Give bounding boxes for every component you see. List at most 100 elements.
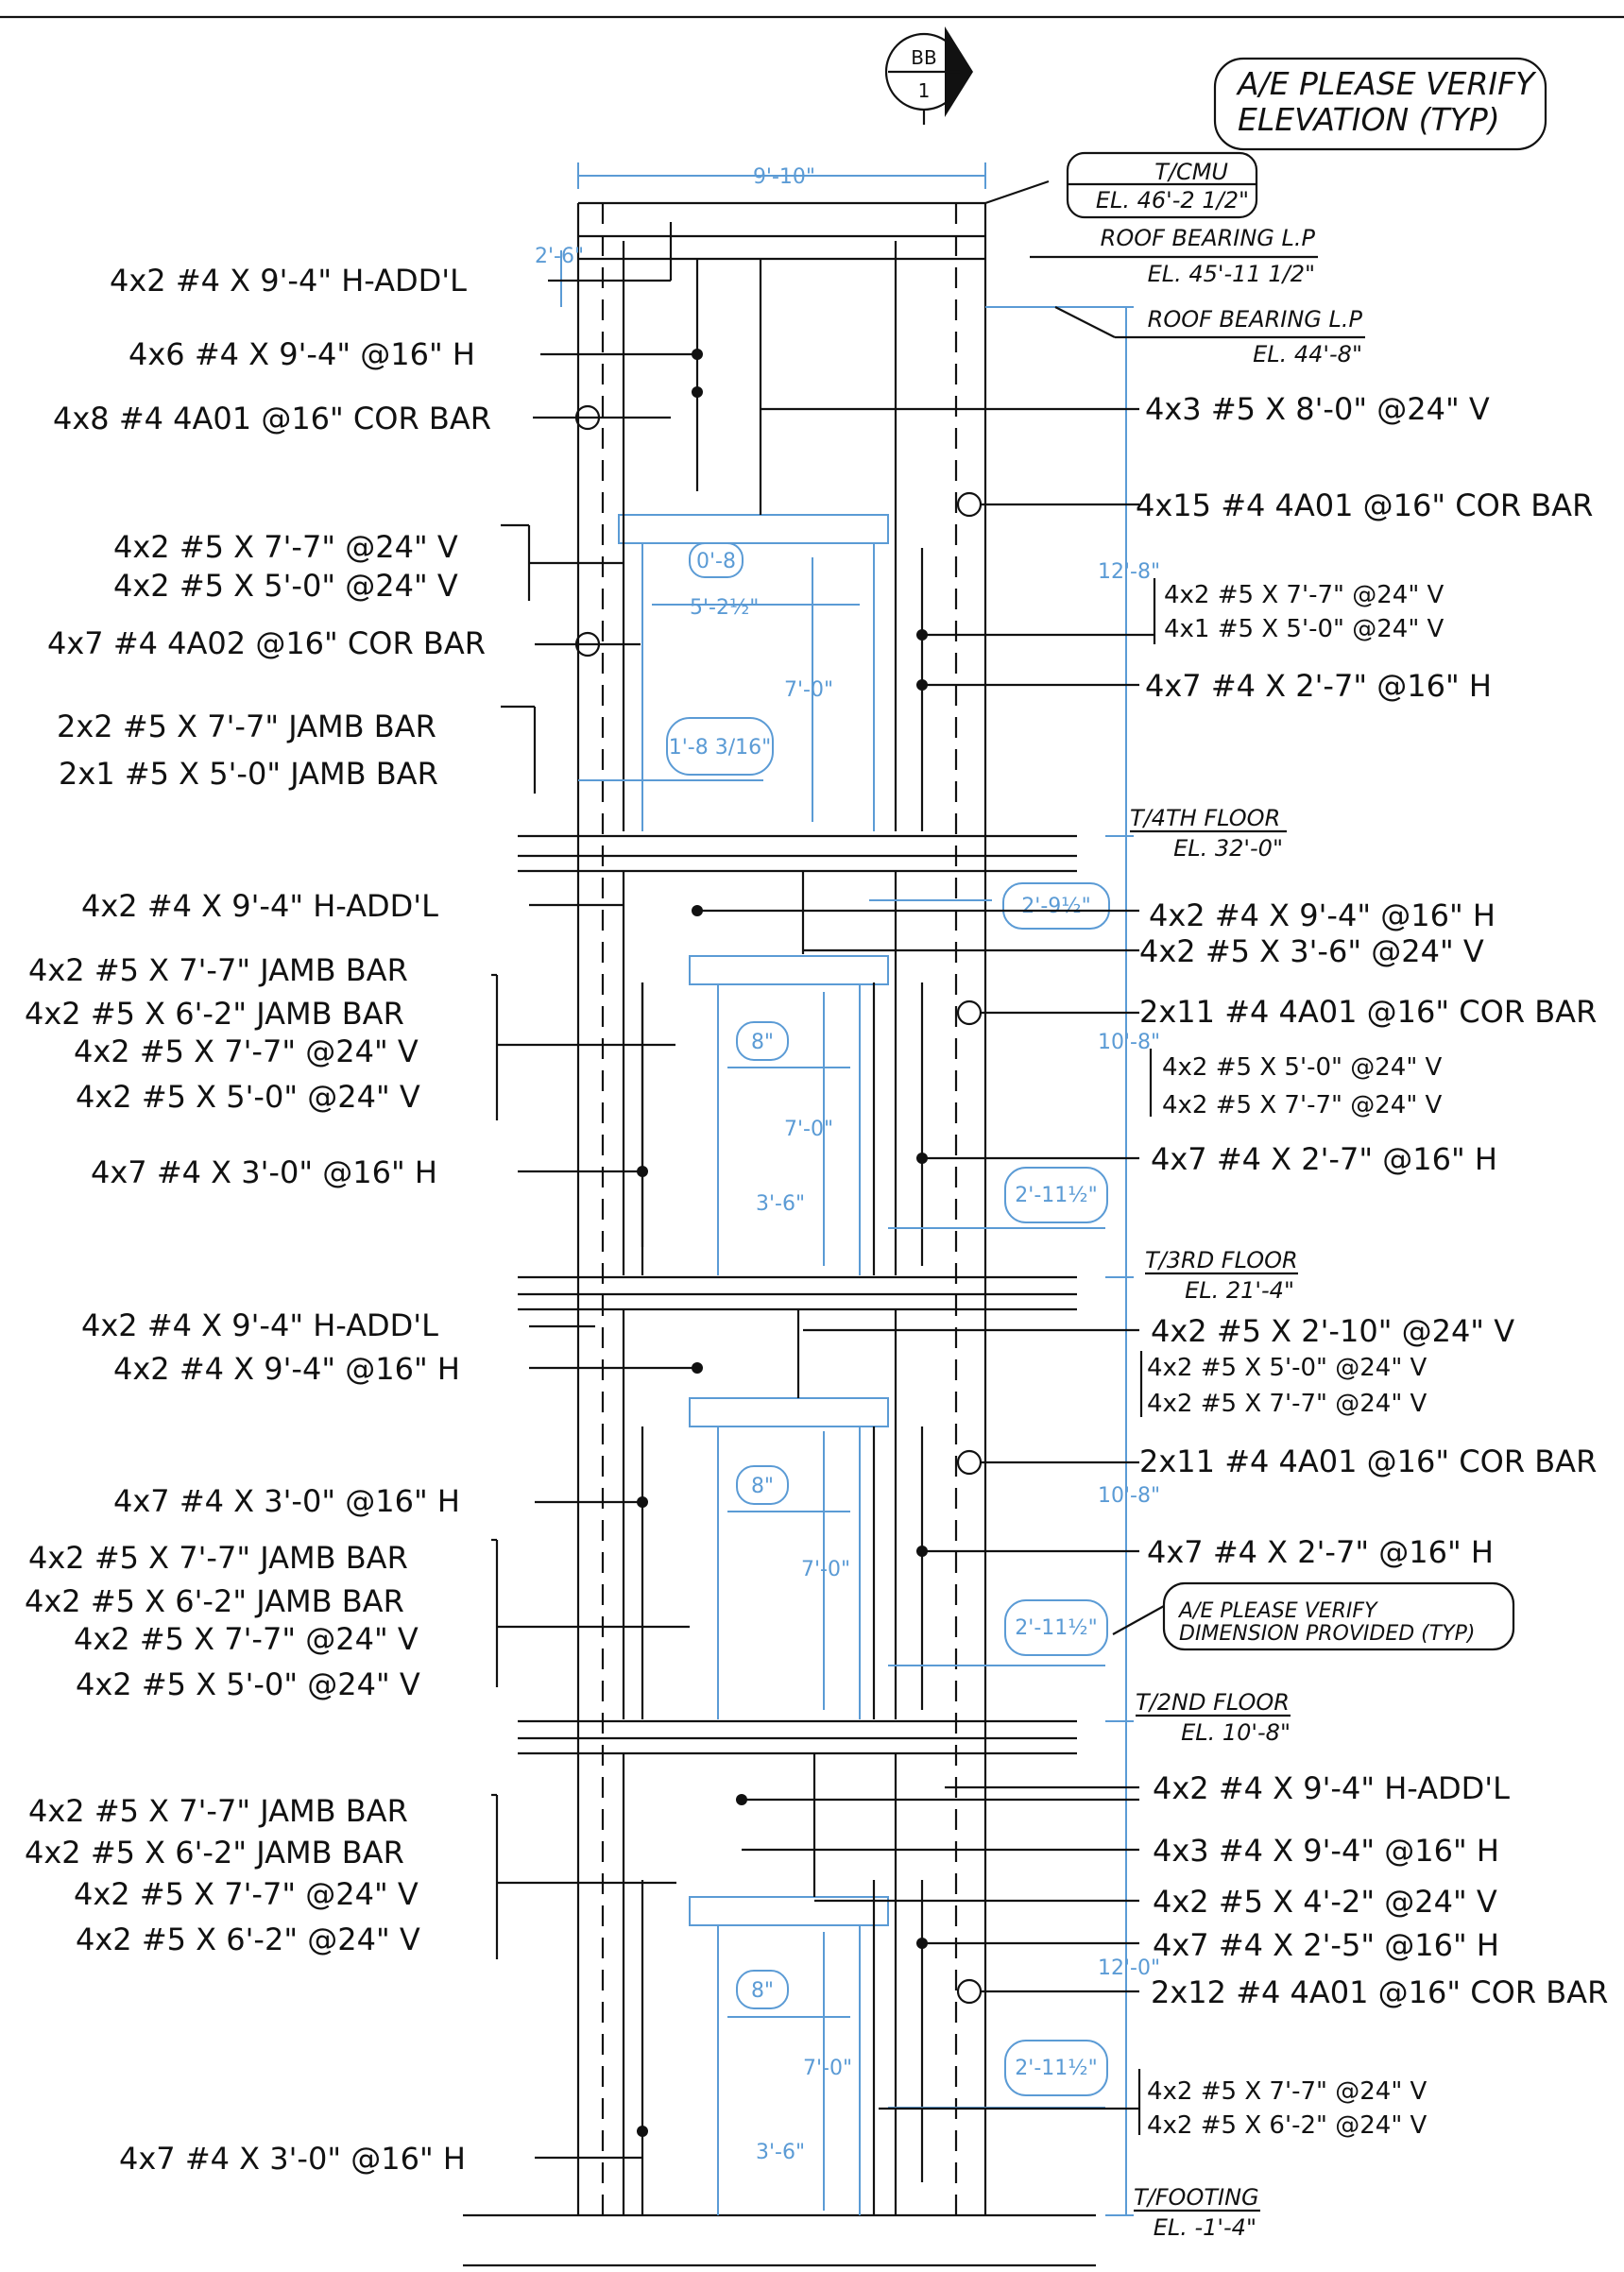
- elevation-footing: T/FOOTING EL. -1'-4": [1134, 2184, 1260, 2241]
- verify-elevation-note: A/E PLEASE VERIFY ELEVATION (TYP): [1213, 57, 1547, 151]
- floor-slab-3rd: [518, 1275, 1077, 1311]
- left-label-22: 4x2 #5 X 7'-7" JAMB BAR: [28, 1793, 408, 1829]
- right-label-6: 4x2 #4 X 9'-4" @16" H: [1149, 897, 1496, 933]
- svg-text:EL. 46'-2 1/2": EL. 46'-2 1/2": [1096, 187, 1249, 214]
- elevation-2nd-floor: T/2ND FLOOR EL. 10'-8": [1136, 1689, 1291, 1746]
- right-label-1: 4x3 #5 X 8'-0" @24" V: [1145, 391, 1490, 427]
- svg-text:8": 8": [751, 1031, 774, 1054]
- dim-height-2nd: 10'-8": [1098, 1484, 1160, 1508]
- right-label-21: 2x12 #4 4A01 @16" COR BAR: [1151, 1974, 1608, 2010]
- section-marker-bottom: 1: [918, 79, 931, 102]
- verify-dimension-line2: DIMENSION PROVIDED (TYP): [1179, 1622, 1475, 1646]
- dim-height-1st: 12'-0": [1098, 1956, 1160, 1980]
- opening-2nd-floor: [689, 1397, 889, 1719]
- cloud-3rd-a: 8": [736, 1021, 789, 1061]
- right-label-2: 4x15 #4 4A01 @16" COR BAR: [1136, 487, 1593, 523]
- left-label-15: 4x2 #4 X 9'-4" H-ADD'L: [81, 1307, 438, 1343]
- svg-text:ROOF BEARING L.P: ROOF BEARING L.P: [1148, 306, 1363, 333]
- cloud-3rd-c: 2'-11½": [1004, 1167, 1108, 1223]
- right-label-10: 4x2 #5 X 7'-7" @24" V: [1162, 1091, 1443, 1119]
- right-label-22: 4x2 #5 X 7'-7" @24" V: [1147, 2077, 1427, 2106]
- svg-text:0'-8: 0'-8: [696, 550, 736, 573]
- right-label-13: 4x2 #5 X 5'-0" @24" V: [1147, 1354, 1427, 1382]
- dim-opening-width-3rd: 3'-6": [756, 1192, 805, 1216]
- cloud-1st-b: 2'-11½": [1004, 2040, 1108, 2096]
- left-label-17: 4x7 #4 X 3'-0" @16" H: [113, 1483, 460, 1519]
- right-label-18: 4x3 #4 X 9'-4" @16" H: [1153, 1833, 1499, 1869]
- dim-opening-height-1st: 7'-0": [803, 2057, 852, 2080]
- svg-text:EL. 32'-0": EL. 32'-0": [1173, 835, 1283, 862]
- section-marker: BB 1: [884, 26, 973, 125]
- left-label-19: 4x2 #5 X 6'-2" JAMB BAR: [25, 1583, 404, 1619]
- footing: [463, 2213, 1096, 2267]
- left-label-2: 4x6 #4 X 9'-4" @16" H: [128, 336, 475, 372]
- dim-height-4th: 12'-8": [1098, 560, 1160, 584]
- svg-text:ROOF BEARING L.P: ROOF BEARING L.P: [1101, 225, 1316, 251]
- left-label-5: 4x2 #5 X 5'-0" @24" V: [113, 568, 458, 604]
- verify-dimension-line1: A/E PLEASE VERIFY: [1177, 1599, 1378, 1623]
- right-label-23: 4x2 #5 X 6'-2" @24" V: [1147, 2111, 1427, 2140]
- svg-text:T/2ND FLOOR: T/2ND FLOOR: [1136, 1689, 1290, 1716]
- left-label-7: 2x2 #5 X 7'-7" JAMB BAR: [57, 709, 436, 744]
- svg-text:8": 8": [751, 1979, 774, 2003]
- floor-slab-4th: [518, 834, 1077, 873]
- svg-text:EL. -1'-4": EL. -1'-4": [1154, 2214, 1256, 2241]
- opening-3rd-floor: [689, 955, 889, 1275]
- wall-outline: [576, 201, 987, 2215]
- cloud-4th-b: 1'-8 3/16": [666, 717, 774, 776]
- elevation-roof1: ROOF BEARING L.P EL. 45'-11 1/2": [1030, 225, 1318, 287]
- right-label-4: 4x1 #5 X 5'-0" @24" V: [1164, 615, 1445, 643]
- right-label-12: 4x2 #5 X 2'-10" @24" V: [1151, 1313, 1514, 1349]
- verify-elevation-line2: ELEVATION (TYP): [1238, 101, 1500, 138]
- left-label-20: 4x2 #5 X 7'-7" @24" V: [74, 1621, 419, 1657]
- left-label-24: 4x2 #5 X 7'-7" @24" V: [74, 1876, 419, 1912]
- verify-elevation-line1: A/E PLEASE VERIFY: [1236, 65, 1537, 102]
- left-label-14: 4x7 #4 X 3'-0" @16" H: [91, 1154, 437, 1190]
- rebar-verticals: [622, 241, 924, 2215]
- left-label-9: 4x2 #4 X 9'-4" H-ADD'L: [81, 888, 438, 924]
- svg-text:2'-11½": 2'-11½": [1015, 1616, 1097, 1640]
- dim-top-2-6: 2'-6": [535, 245, 584, 268]
- left-label-11: 4x2 #5 X 6'-2" JAMB BAR: [25, 996, 404, 1032]
- opening-1st-floor: [689, 1896, 889, 2215]
- opening-4th-floor: [618, 514, 889, 831]
- svg-text:2'-11½": 2'-11½": [1015, 1184, 1097, 1207]
- left-label-6: 4x7 #4 4A02 @16" COR BAR: [47, 625, 486, 661]
- svg-text:EL. 21'-4": EL. 21'-4": [1185, 1277, 1294, 1304]
- svg-text:T/4TH FLOOR: T/4TH FLOOR: [1130, 805, 1280, 831]
- section-marker-top: BB: [911, 46, 936, 69]
- svg-text:2'-11½": 2'-11½": [1015, 2057, 1097, 2080]
- cloud-2nd-b: 2'-11½": [1004, 1599, 1108, 1656]
- dim-opening-width-1st: 3'-6": [756, 2141, 805, 2164]
- elevation-3rd-floor: T/3RD FLOOR EL. 21'-4": [1145, 1247, 1298, 1304]
- svg-text:EL. 10'-8": EL. 10'-8": [1181, 1719, 1291, 1746]
- right-label-5: 4x7 #4 X 2'-7" @16" H: [1145, 668, 1492, 704]
- cloud-4th-a: 0'-8: [689, 542, 744, 578]
- right-label-15: 2x11 #4 4A01 @16" COR BAR: [1139, 1443, 1597, 1479]
- right-leaders: [692, 407, 1156, 2135]
- svg-text:EL. 45'-11 1/2": EL. 45'-11 1/2": [1148, 261, 1315, 287]
- dim-wall-width: 9'-10": [753, 165, 815, 189]
- right-label-7: 4x2 #5 X 3'-6" @24" V: [1139, 933, 1484, 969]
- left-label-8: 2x1 #5 X 5'-0" JAMB BAR: [59, 756, 438, 792]
- left-label-23: 4x2 #5 X 6'-2" JAMB BAR: [25, 1835, 404, 1871]
- right-label-9: 4x2 #5 X 5'-0" @24" V: [1162, 1053, 1443, 1082]
- left-label-13: 4x2 #5 X 5'-0" @24" V: [76, 1079, 420, 1115]
- elevation-tcmu: T/CMU EL. 46'-2 1/2": [984, 151, 1258, 219]
- svg-text:T/3RD FLOOR: T/3RD FLOOR: [1145, 1247, 1298, 1273]
- svg-text:T/FOOTING: T/FOOTING: [1134, 2184, 1259, 2211]
- left-label-21: 4x2 #5 X 5'-0" @24" V: [76, 1666, 420, 1702]
- cloud-3rd-b: 2'-9½": [1002, 882, 1110, 930]
- right-label-19: 4x2 #5 X 4'-2" @24" V: [1153, 1884, 1497, 1920]
- svg-text:EL. 44'-8": EL. 44'-8": [1253, 341, 1362, 367]
- floor-slab-2nd: [518, 1719, 1077, 1755]
- right-label-3: 4x2 #5 X 7'-7" @24" V: [1164, 581, 1445, 609]
- dim-opening-height-2nd: 7'-0": [801, 1558, 850, 1581]
- svg-text:8": 8": [751, 1475, 774, 1498]
- elevation-4th-floor: T/4TH FLOOR EL. 32'-0": [1130, 805, 1287, 862]
- left-label-18: 4x2 #5 X 7'-7" JAMB BAR: [28, 1540, 408, 1576]
- dim-opening-height-3rd: 7'-0": [784, 1118, 833, 1141]
- right-label-20: 4x7 #4 X 2'-5" @16" H: [1153, 1927, 1499, 1963]
- svg-text:T/CMU: T/CMU: [1154, 159, 1228, 185]
